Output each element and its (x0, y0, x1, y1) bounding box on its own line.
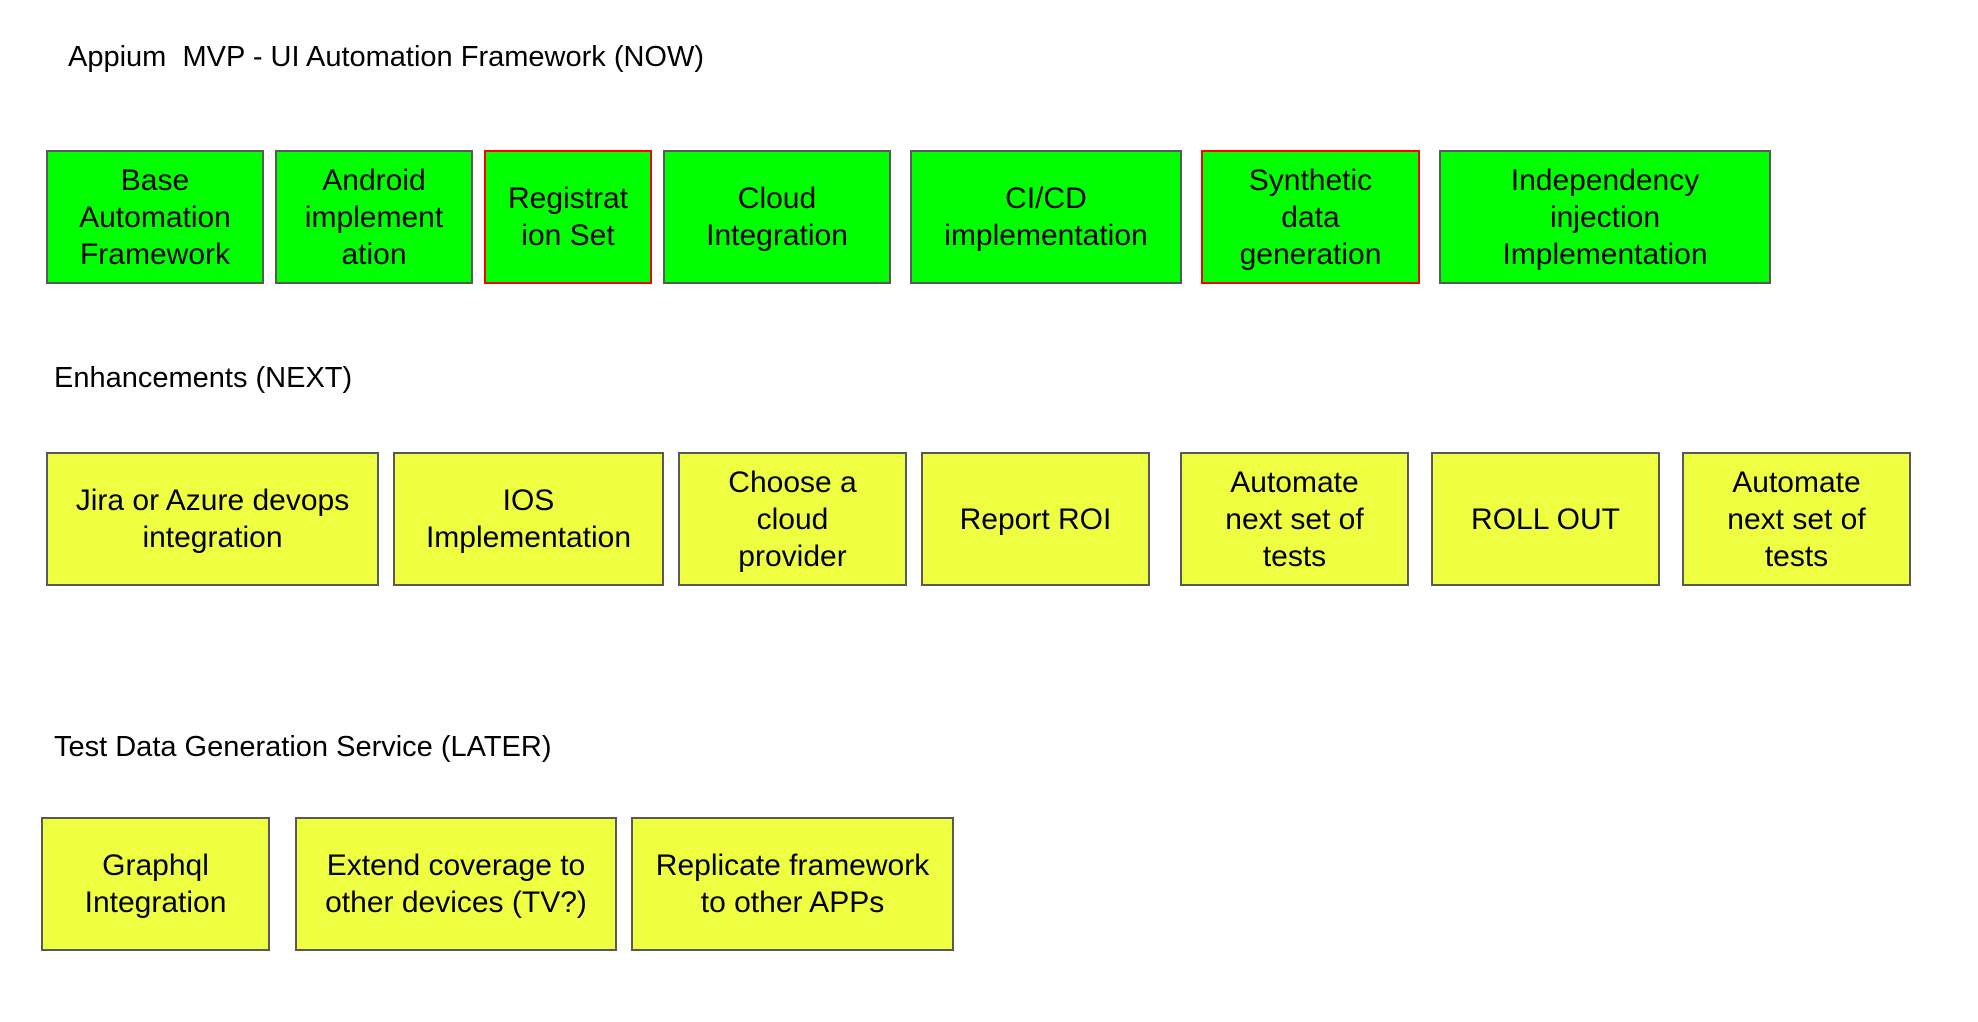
now-item-android-implementation[interactable]: Android implement ation (275, 150, 473, 284)
next-item-automate-next-tests-2[interactable]: Automate next set of tests (1682, 452, 1911, 586)
box-label: Independency injection Implementation (1502, 163, 1708, 271)
next-item-roll-out[interactable]: ROLL OUT (1431, 452, 1660, 586)
box-label: Choose a cloud provider (728, 465, 857, 573)
box-label: Automate next set of tests (1727, 465, 1866, 573)
now-item-registration-set[interactable]: Registrat ion Set (484, 150, 652, 284)
now-item-synthetic-data-generation[interactable]: Synthetic data generation (1201, 150, 1420, 284)
section-title-next: Enhancements (NEXT) (54, 362, 353, 394)
box-label: Android implement ation (304, 163, 444, 271)
now-item-ci-cd-implementation[interactable]: CI/CD implementation (910, 150, 1182, 284)
now-item-base-automation-framework[interactable]: Base Automation Framework (46, 150, 264, 284)
box-label: Registrat ion Set (507, 182, 629, 252)
box-label: Extend coverage to other devices (TV?) (325, 849, 587, 919)
now-item-cloud-integration[interactable]: Cloud Integration (663, 150, 891, 284)
section-title-later: Test Data Generation Service (LATER) (54, 731, 552, 763)
box-label: Report ROI (959, 502, 1112, 536)
box-label: ROLL OUT (1471, 502, 1620, 536)
section-title-now: Appium MVP - UI Automation Framework (NO… (68, 41, 705, 73)
now-item-independency-injection-implementation[interactable]: Independency injection Implementation (1439, 150, 1771, 284)
next-item-jira-azure-integration[interactable]: Jira or Azure devops integration (46, 452, 379, 586)
next-item-automate-next-tests[interactable]: Automate next set of tests (1180, 452, 1409, 586)
box-label: Automate next set of tests (1225, 465, 1364, 573)
box-label: Graphql Integration (84, 849, 227, 919)
box-label: Base Automation Framework (79, 163, 231, 271)
box-label: IOS Implementation (425, 484, 632, 554)
box-label: Jira or Azure devops integration (75, 484, 350, 554)
later-item-graphql-integration[interactable]: Graphql Integration (41, 817, 270, 951)
later-item-replicate-framework[interactable]: Replicate framework to other APPs (631, 817, 954, 951)
later-item-extend-coverage[interactable]: Extend coverage to other devices (TV?) (295, 817, 617, 951)
box-label: Synthetic data generation (1239, 163, 1382, 271)
box-label: CI/CD implementation (944, 182, 1148, 252)
box-label: Replicate framework to other APPs (655, 849, 930, 919)
next-item-ios-implementation[interactable]: IOS Implementation (393, 452, 664, 586)
next-item-choose-cloud-provider[interactable]: Choose a cloud provider (678, 452, 907, 586)
next-item-report-roi[interactable]: Report ROI (921, 452, 1150, 586)
box-label: Cloud Integration (706, 182, 848, 252)
